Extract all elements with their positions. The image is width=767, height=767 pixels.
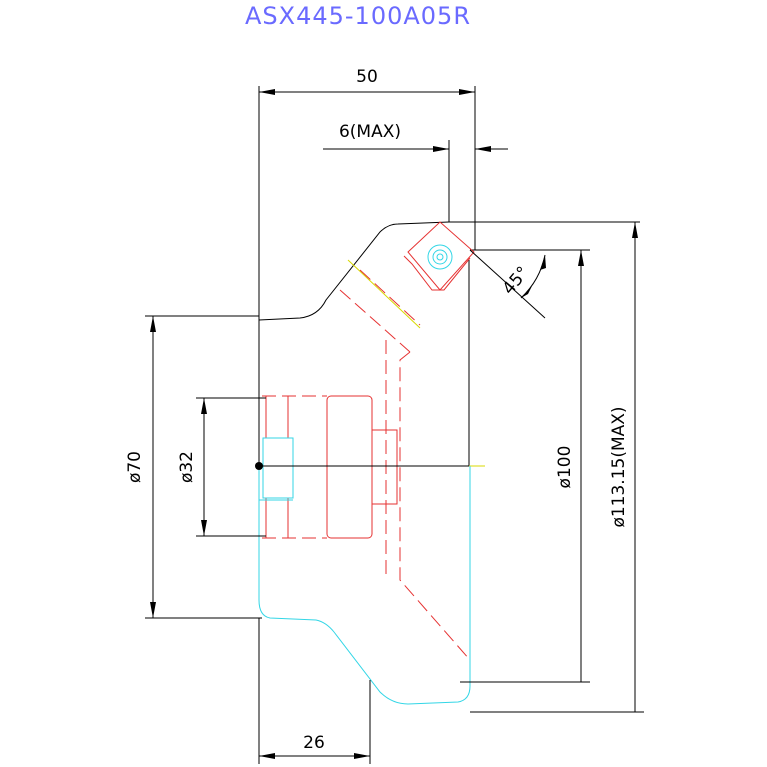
dimension-dia-100: ø100: [460, 250, 590, 683]
dimension-6-max: 6(MAX): [323, 122, 508, 222]
dimension-26: 26: [258, 618, 371, 764]
dimension-dia-70-label: ø70: [125, 451, 145, 483]
cutter-body-outline: [258, 221, 640, 466]
dimension-50: 50: [258, 67, 476, 320]
hidden-lines-red: [262, 269, 471, 661]
insert-outline: [403, 221, 475, 291]
dimension-dia-70: ø70: [125, 315, 262, 619]
part-number-title: ASX445-100A05R: [245, 2, 471, 30]
dimension-dia-32: ø32: [177, 397, 266, 537]
dimension-50-label: 50: [356, 67, 378, 87]
lower-section-outline: [258, 437, 471, 705]
dimension-dia-32-label: ø32: [177, 451, 197, 483]
dimension-45-angle: 45°: [469, 249, 546, 319]
dimension-dia-100-label: ø100: [555, 446, 575, 489]
dimension-dia-max: ø113.15(MAX): [470, 222, 644, 713]
insert-screw-icon: [427, 244, 453, 270]
dimension-6-max-label: 6(MAX): [339, 122, 401, 142]
dimension-dia-max-label: ø113.15(MAX): [609, 406, 629, 527]
dimension-26-label: 26: [303, 733, 325, 753]
